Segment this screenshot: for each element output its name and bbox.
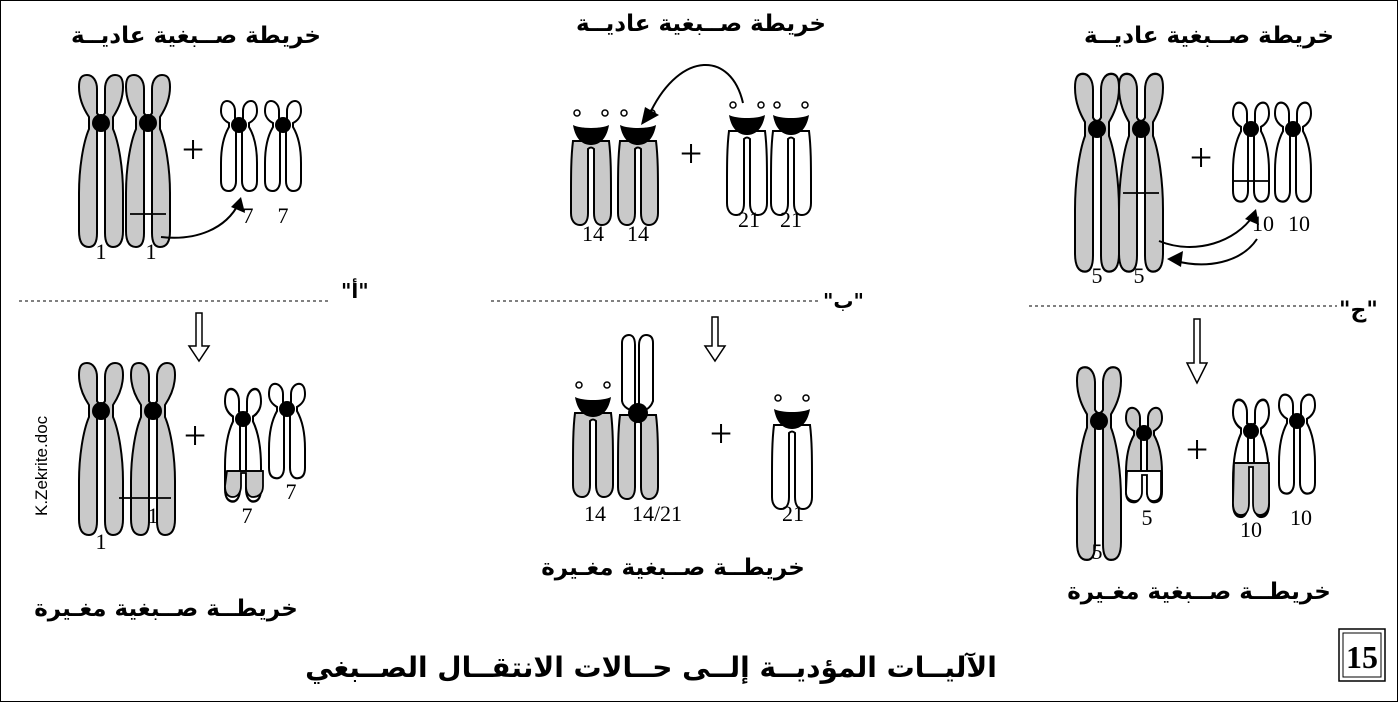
panel-b-top-label: خريطة صــبغية عاديــة [576, 11, 826, 37]
panel-a-top-chromosomes [78, 74, 302, 248]
panel-a-bottom-plus: + [184, 413, 207, 458]
panel-b-down-arrow [703, 316, 727, 363]
panel-c-bottom-label: خريطــة صــبغية مغـيرة [1067, 579, 1331, 605]
panel-c-down-arrow [1185, 318, 1209, 385]
panel-b-top-num-3: 21 [738, 207, 760, 232]
panel-b-top-num-2: 14 [627, 221, 649, 246]
watermark: K.Zekrite.doc [32, 415, 51, 516]
panel-c-top-plus: + [1190, 135, 1213, 180]
panel-b-top-num-4: 21 [780, 207, 802, 232]
panel-a-bottom-num-4: 7 [286, 479, 297, 504]
panel-c-top-num-2: 5 [1134, 263, 1145, 288]
panel-a-bottom-chromosomes [78, 362, 307, 536]
panel-c-top-num-3: 10 [1252, 211, 1274, 236]
panel-a-top-label: خريطة صــبغية عاديــة [71, 23, 321, 49]
figure-caption: الآليــات المؤديــة إلــى حــالات الانتق… [305, 651, 997, 685]
panel-b-top-chromosomes [570, 101, 812, 226]
figure-number: 15 [1346, 639, 1378, 675]
panel-b-bottom-plus: + [710, 411, 733, 456]
panel-a-top-num-1: 1 [96, 239, 107, 264]
panel-b-letter: "ب" [823, 289, 864, 313]
panel-b-fused-upper-arm [621, 333, 654, 413]
panel-c-arrow-1 [1158, 215, 1254, 248]
panel-a-top-num-3: 7 [243, 203, 254, 228]
panel-c-letter: "ج" [1339, 298, 1378, 323]
panel-c-bottom-num-4: 10 [1290, 505, 1312, 530]
panel-c-top-chromosomes [1073, 72, 1313, 273]
panel-c-top-num-4: 10 [1288, 211, 1310, 236]
panel-b-fusion-arrow [650, 64, 744, 112]
panel-c-bottom-plus: + [1186, 427, 1209, 472]
panel-c-bottom-num-3: 10 [1240, 517, 1262, 542]
panel-c-arrow-2 [1175, 238, 1258, 266]
panel-a-bottom-num-1: 1 [96, 529, 107, 554]
panel-b-top-num-1: 14 [582, 221, 604, 246]
panel-b-bottom-chromosomes [572, 333, 813, 510]
panel-a-bottom-label: خريطــة صــبغية مغـيرة [34, 596, 298, 622]
figure-number-box [1338, 628, 1386, 682]
panel-a-down-arrow [187, 312, 211, 363]
panel-a-letter: "أ" [341, 277, 369, 303]
panel-a-bottom-num-3: 7 [242, 503, 253, 528]
panel-c-bottom-num-1: 5 [1092, 539, 1103, 564]
panel-c-top-num-1: 5 [1092, 263, 1103, 288]
panel-a-top-num-4: 7 [278, 203, 289, 228]
panel-b-top-plus: + [680, 131, 703, 176]
panel-c-top-label: خريطة صــبغية عاديــة [1084, 23, 1334, 49]
panel-b-bottom-num-1: 14 [584, 501, 606, 526]
panel-c-bottom-chromosomes [1075, 366, 1317, 562]
panel-b-bottom-num-2: 14/21 [632, 501, 682, 526]
panel-a-top-num-2: 1 [146, 239, 157, 264]
panel-b-bottom-num-3: 21 [782, 501, 804, 526]
panel-b-bottom-label: خريطــة صــبغية مغـيرة [541, 555, 805, 581]
panel-a-bottom-num-2: 1 [148, 503, 159, 528]
panel-c-bottom-num-2: 5 [1142, 505, 1153, 530]
panel-a-transfer-arrow [160, 202, 240, 239]
panel-a-top-plus: + [182, 127, 205, 172]
